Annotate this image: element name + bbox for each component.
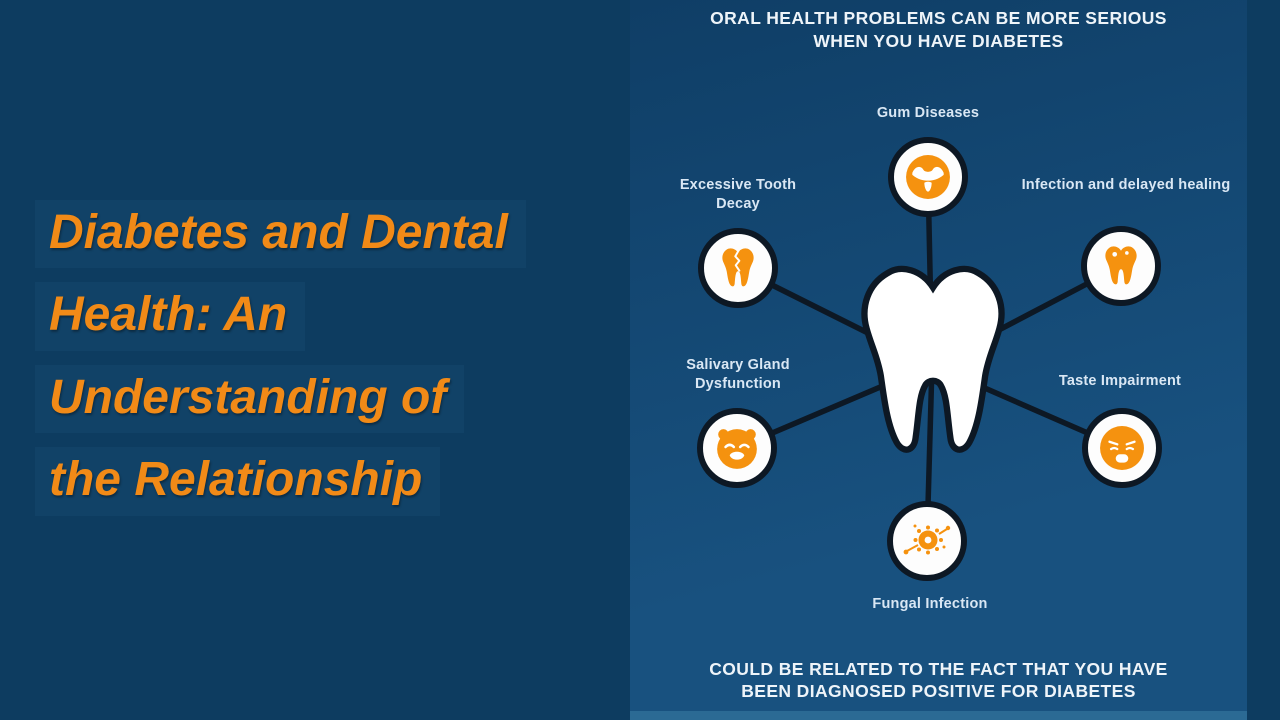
infographic-footer: COULD BE RELATED TO THE FACT THAT YOU HA… xyxy=(630,658,1247,704)
infographic-footer-line-1: COULD BE RELATED TO THE FACT THAT YOU HA… xyxy=(709,658,1168,679)
tooth-decay-node xyxy=(698,228,778,308)
footer-accent-strip xyxy=(630,711,1247,720)
fungal-infection-label: Fungal Infection xyxy=(872,596,988,612)
infected-tooth-icon xyxy=(1105,246,1137,285)
tooth-icon xyxy=(861,265,1005,453)
sad-face-drops-icon xyxy=(717,429,757,469)
germ-icon xyxy=(903,524,951,555)
sad-face-icon xyxy=(1100,426,1144,470)
salivary-gland-label: Salivary Gland Dysfunction xyxy=(686,357,790,392)
infographic-title: ORAL HEALTH PROBLEMS CAN BE MORE SERIOUS… xyxy=(630,7,1247,53)
taste-impairment-node xyxy=(1082,408,1162,488)
infection-label: Infection and delayed healing xyxy=(1021,177,1231,193)
title-panel: Diabetes and Dental Health: An Understan… xyxy=(0,0,630,720)
tooth-decay-icon xyxy=(722,248,754,287)
infographic-footer-line-2: BEEN DIAGNOSED POSITIVE FOR DIABETES xyxy=(741,681,1136,702)
fungal-infection-node xyxy=(887,501,967,581)
tooth-decay-label: Excessive Tooth Decay xyxy=(679,177,797,212)
page-title: Diabetes and Dental Health: An Understan… xyxy=(35,200,526,530)
salivary-gland-node xyxy=(697,408,777,488)
taste-impairment-label: Taste Impairment xyxy=(1058,373,1182,389)
headline-line-4: the Relationship xyxy=(35,447,441,516)
infection-node xyxy=(1081,226,1161,306)
headline-line-2: Health: An xyxy=(35,282,306,351)
gum-diseases-node xyxy=(888,137,968,217)
gum-diseases-label: Gum Diseases xyxy=(876,105,980,121)
infographic-panel: ORAL HEALTH PROBLEMS CAN BE MORE SERIOUS… xyxy=(630,0,1247,720)
gum-diseases-icon xyxy=(906,155,950,199)
headline-line-3: Understanding of xyxy=(35,364,465,434)
headline-line-1: Diabetes and Dental xyxy=(35,200,526,269)
infographic-title-line-1: ORAL HEALTH PROBLEMS CAN BE MORE SERIOUS xyxy=(710,8,1167,28)
infographic-title-line-2: WHEN YOU HAVE DIABETES xyxy=(813,31,1064,52)
